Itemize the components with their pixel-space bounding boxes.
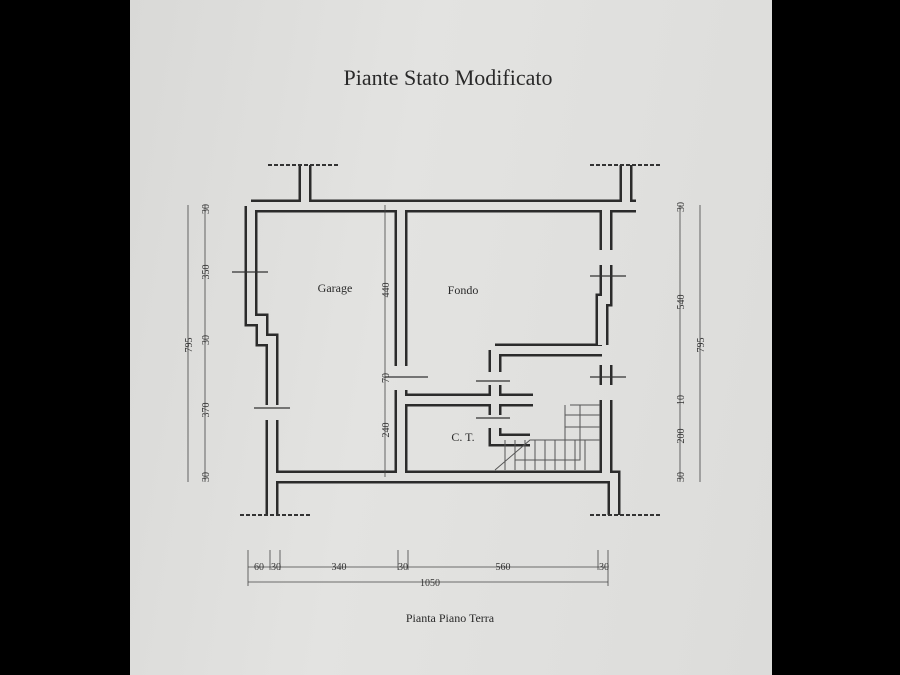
dim-inner-0: 440 xyxy=(381,283,392,298)
walls xyxy=(244,165,636,515)
door-marks xyxy=(232,271,626,419)
dim-bottom-2: 340 xyxy=(332,562,347,573)
dim-right-2: 10 xyxy=(676,395,687,405)
dim-bottom-0: 60 xyxy=(254,562,264,573)
inner-dimensions: 440 70 240 xyxy=(381,283,392,438)
dim-inner-2: 240 xyxy=(381,423,392,438)
dashed-cut-lines xyxy=(240,164,662,516)
left-dimensions: 795 30 350 30 370 30 xyxy=(184,204,212,482)
dim-right-1: 540 xyxy=(676,295,687,310)
dim-right-4: 30 xyxy=(676,472,687,482)
dim-bottom-5: 30 xyxy=(599,562,609,573)
dim-inner-1: 70 xyxy=(381,373,392,383)
room-label-fondo: Fondo xyxy=(448,283,479,297)
right-dimensions: 30 540 10 200 30 795 xyxy=(676,202,707,482)
dimension-lines xyxy=(187,205,701,586)
dim-left-1: 350 xyxy=(201,265,212,280)
dim-left-4: 30 xyxy=(201,472,212,482)
dim-right-0: 30 xyxy=(676,202,687,212)
dim-left-total: 795 xyxy=(184,338,195,353)
plan-title: Piante Stato Modificato xyxy=(344,65,553,90)
dim-bottom-1: 30 xyxy=(271,562,281,573)
dim-bottom-3: 30 xyxy=(398,562,408,573)
dim-left-0: 30 xyxy=(201,204,212,214)
paper-sheet xyxy=(130,0,772,675)
dim-left-2: 30 xyxy=(201,335,212,345)
room-label-garage: Garage xyxy=(318,281,353,295)
plan-subtitle: Pianta Piano Terra xyxy=(406,611,495,625)
dim-right-3: 200 xyxy=(676,429,687,444)
bottom-dimensions: 60 30 340 30 560 30 1050 xyxy=(254,562,609,589)
room-label-ct: C. T. xyxy=(451,430,474,444)
dim-right-total: 795 xyxy=(696,338,707,353)
dim-left-3: 370 xyxy=(201,403,212,418)
outer-wall xyxy=(244,165,636,515)
staircase xyxy=(494,404,600,471)
dim-bottom-total: 1050 xyxy=(420,578,440,589)
dim-bottom-4: 560 xyxy=(496,562,511,573)
